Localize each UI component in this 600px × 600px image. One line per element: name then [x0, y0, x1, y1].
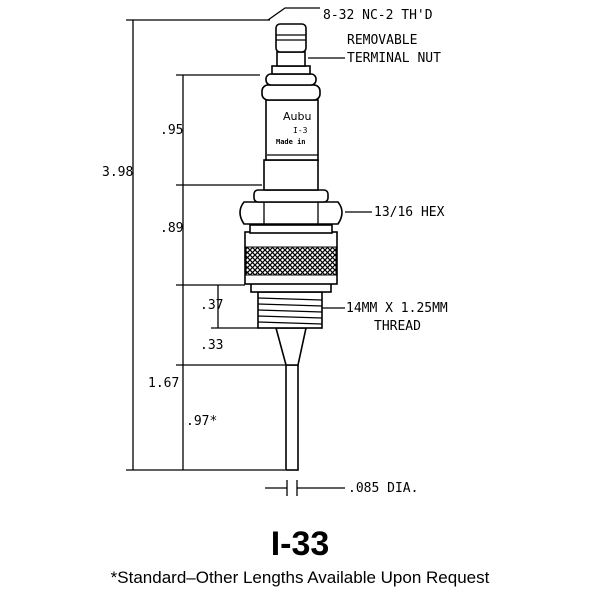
label-thread-line1: 14MM X 1.25MM [346, 301, 448, 316]
insulator-marking-3: Made in [276, 138, 306, 146]
label-dia: .085 DIA. [348, 481, 418, 496]
dim-d3: .37 [200, 298, 223, 313]
label-nut-line1: REMOVABLE [347, 33, 417, 48]
igniter-body: Aubu I-3 Made in [239, 23, 343, 471]
dim-d2: .89 [160, 221, 183, 236]
label-hex: 13/16 HEX [374, 205, 445, 220]
footnote: *Standard–Other Lengths Available Upon R… [110, 568, 490, 587]
model-title: I-33 [270, 525, 330, 563]
insulator-marking-2: I-3 [293, 126, 308, 135]
dim-d1: .95 [160, 123, 183, 138]
dimension-lines [126, 7, 372, 496]
dim-d6: .97* [186, 414, 217, 429]
dim-overall: 3.98 [102, 165, 133, 180]
label-thread-line2: THREAD [374, 319, 421, 334]
label-nut-line2: TERMINAL NUT [347, 51, 441, 66]
label-thread-top: 8-32 NC-2 TH'D [323, 8, 433, 23]
insulator-marking-1: Aubu [283, 110, 311, 123]
dim-d5: 1.67 [148, 376, 179, 391]
dim-d4: .33 [200, 338, 223, 353]
